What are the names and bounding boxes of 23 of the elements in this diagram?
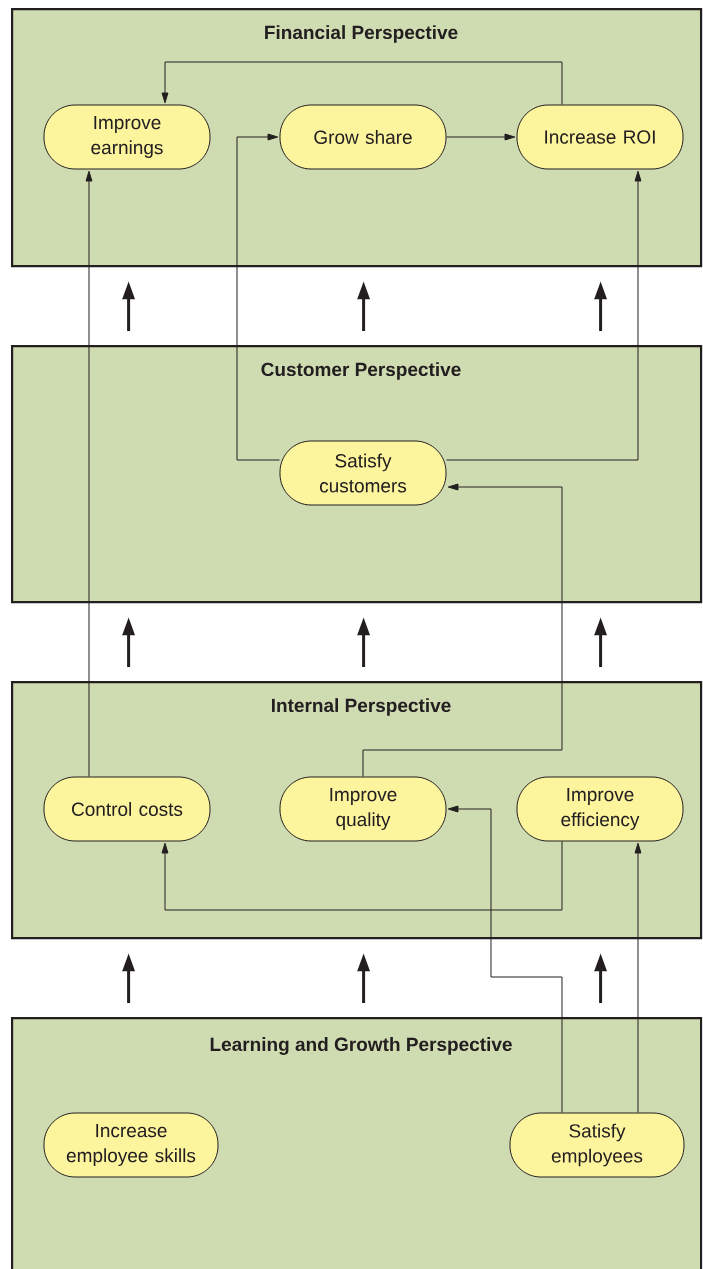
- arrow: [161, 61, 563, 105]
- arrow: [161, 841, 563, 911]
- objective-pill: Increase employee skills: [43, 1112, 219, 1178]
- arrow: [85, 170, 93, 777]
- band-heading: Financial Perspective: [265, 25, 458, 43]
- arrow: [446, 133, 516, 141]
- objective-pill: Grow share: [279, 104, 447, 170]
- arrow: [446, 170, 642, 461]
- objective-pill: Improve earnings: [43, 104, 211, 170]
- objective-pill: Improve efficiency: [516, 776, 684, 842]
- band-heading: Internal Perspective: [272, 698, 451, 716]
- objective-pill: Satisfy employees: [509, 1112, 685, 1178]
- band-heading: Learning and Growth Perspective: [210, 1037, 512, 1055]
- arrow: [362, 483, 563, 777]
- objective-pill: Improve quality: [279, 776, 447, 842]
- arrow: [447, 805, 563, 1113]
- band-heading: Customer Perspective: [261, 362, 461, 380]
- arrow: [236, 133, 280, 461]
- objective-pill: Satisfy customers: [279, 440, 447, 506]
- arrow: [634, 842, 642, 1113]
- objective-pill: Increase ROI: [516, 104, 684, 170]
- perspective-band: [11, 345, 703, 604]
- objective-pill: Control costs: [43, 776, 211, 842]
